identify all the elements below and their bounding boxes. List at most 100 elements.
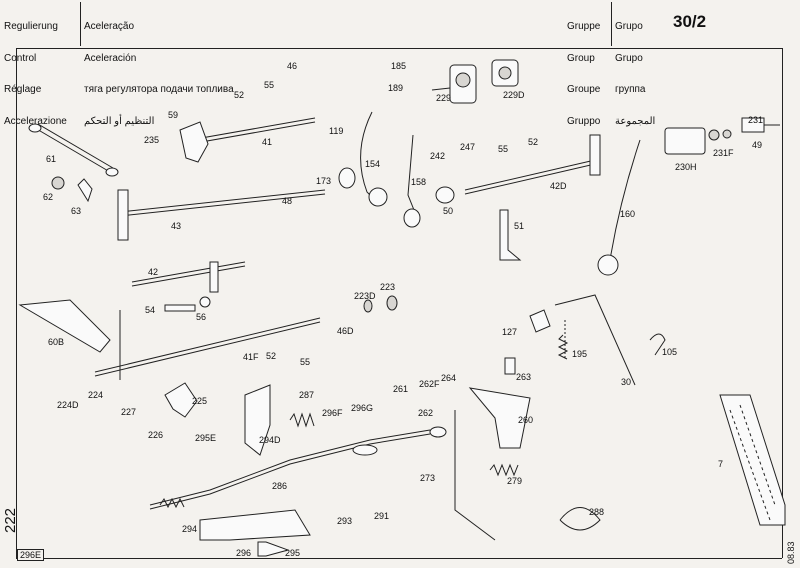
part-label: 52	[528, 137, 538, 147]
header-col2-line4: التنظيم أو التحكم	[84, 115, 155, 127]
header-col4-line3: группа	[615, 84, 646, 95]
part-label: 296	[236, 548, 251, 558]
part-label: 50	[443, 206, 453, 216]
part-label: 55	[300, 357, 310, 367]
frame-top	[16, 48, 782, 49]
part-label: 185	[391, 61, 406, 71]
part-label: 225	[192, 396, 207, 406]
part-label: 43	[171, 221, 181, 231]
part-label: 223	[380, 282, 395, 292]
part-label: 273	[420, 473, 435, 483]
part-label: 264	[441, 373, 456, 383]
part-label: 231	[748, 115, 763, 125]
bolt-icon	[164, 296, 211, 312]
clip-icon	[559, 507, 601, 531]
part-label: 295	[285, 548, 300, 558]
part-label: 46	[287, 61, 297, 71]
part-label: 294	[182, 524, 197, 534]
part-label: 127	[502, 327, 517, 337]
part-label: 195	[572, 349, 587, 359]
bolt-icon	[77, 178, 93, 203]
part-label: 49	[752, 140, 762, 150]
rod-icon	[131, 261, 246, 293]
part-label: 154	[365, 159, 380, 169]
part-label: 52	[266, 351, 276, 361]
part-label: 296G	[351, 403, 373, 413]
part-label: 279	[507, 476, 522, 486]
part-label: 48	[282, 196, 292, 206]
group-number: 30/2	[673, 12, 707, 31]
header-col3-line3: Groupe	[567, 84, 601, 95]
part-label: 55	[498, 144, 508, 154]
header-col4: Grupo Grupo группа المجموعة	[615, 1, 655, 148]
part-label: 224	[88, 390, 103, 400]
part-label: 189	[388, 83, 403, 93]
header-col3: Gruppe Group Groupe Gruppo	[567, 1, 600, 148]
rod-icon	[94, 310, 321, 380]
part-label: 41F	[243, 352, 259, 362]
part-label: 262	[418, 408, 433, 418]
washer-icon	[363, 299, 373, 313]
bracket-icon	[244, 384, 271, 456]
bolt-icon	[51, 176, 65, 190]
header-col2: Aceleração Aceleración тяга регулятора п…	[84, 1, 234, 148]
header-col4-line1: Grupo	[615, 21, 643, 32]
header-divider-1	[80, 2, 81, 46]
part-label: 30	[621, 377, 631, 387]
part-label: 61	[46, 154, 56, 164]
part-label: 62	[43, 192, 53, 202]
part-label: 231F	[713, 148, 734, 158]
part-label: 54	[145, 305, 155, 315]
rod-icon	[117, 189, 326, 241]
bracket-icon	[164, 382, 198, 418]
part-label: 235	[144, 135, 159, 145]
part-label: 52	[234, 90, 244, 100]
part-label: 7	[718, 459, 723, 469]
part-label: 46D	[337, 326, 354, 336]
part-label: 226	[148, 430, 163, 440]
part-label: 229D	[503, 90, 525, 100]
rod-icon	[179, 117, 316, 163]
part-label: 296F	[322, 408, 343, 418]
header-col3-line2: Group	[567, 52, 595, 64]
rod-icon	[407, 134, 417, 216]
part-label: 293	[337, 516, 352, 526]
bracket-icon	[199, 509, 311, 541]
bracket-icon	[431, 59, 519, 104]
spring-icon	[557, 334, 569, 360]
part-label: 105	[662, 347, 677, 357]
header-col1-line4: Accelerazione	[4, 115, 67, 127]
part-label: 230H	[675, 162, 697, 172]
header-col4-line2: Grupo	[615, 52, 643, 64]
part-label: 229	[436, 93, 451, 103]
rod-icon	[435, 134, 601, 204]
clip-icon	[649, 333, 666, 356]
part-label: 263	[516, 372, 531, 382]
part-label: 227	[121, 407, 136, 417]
part-label: 160	[620, 209, 635, 219]
part-label: 42D	[550, 181, 567, 191]
part-label: 224D	[57, 400, 79, 410]
part-label: 287	[299, 390, 314, 400]
bracket-icon	[454, 387, 531, 541]
part-label: 288	[589, 507, 604, 517]
part-label: 56	[196, 312, 206, 322]
part-label: 63	[71, 206, 81, 216]
part-label: 51	[514, 221, 524, 231]
part-label: 295E	[195, 433, 216, 443]
part-label: 291	[374, 511, 389, 521]
spring-icon	[489, 463, 519, 477]
pedal-icon	[529, 294, 786, 526]
header-col2-line1: Aceleração	[84, 21, 135, 32]
header-col1: Regulierung Control Réglage Accelerazion…	[4, 1, 67, 148]
part-label: 173	[316, 176, 331, 186]
cable-icon	[149, 426, 447, 510]
frame-left	[16, 48, 17, 558]
part-label: 260	[518, 415, 533, 425]
header-col2-line2: Aceleración	[84, 52, 137, 64]
bracket-icon	[18, 299, 111, 353]
part-label: 223D	[354, 291, 376, 301]
header-col2-line3: тяга регулятора подачи топлива	[84, 84, 234, 95]
